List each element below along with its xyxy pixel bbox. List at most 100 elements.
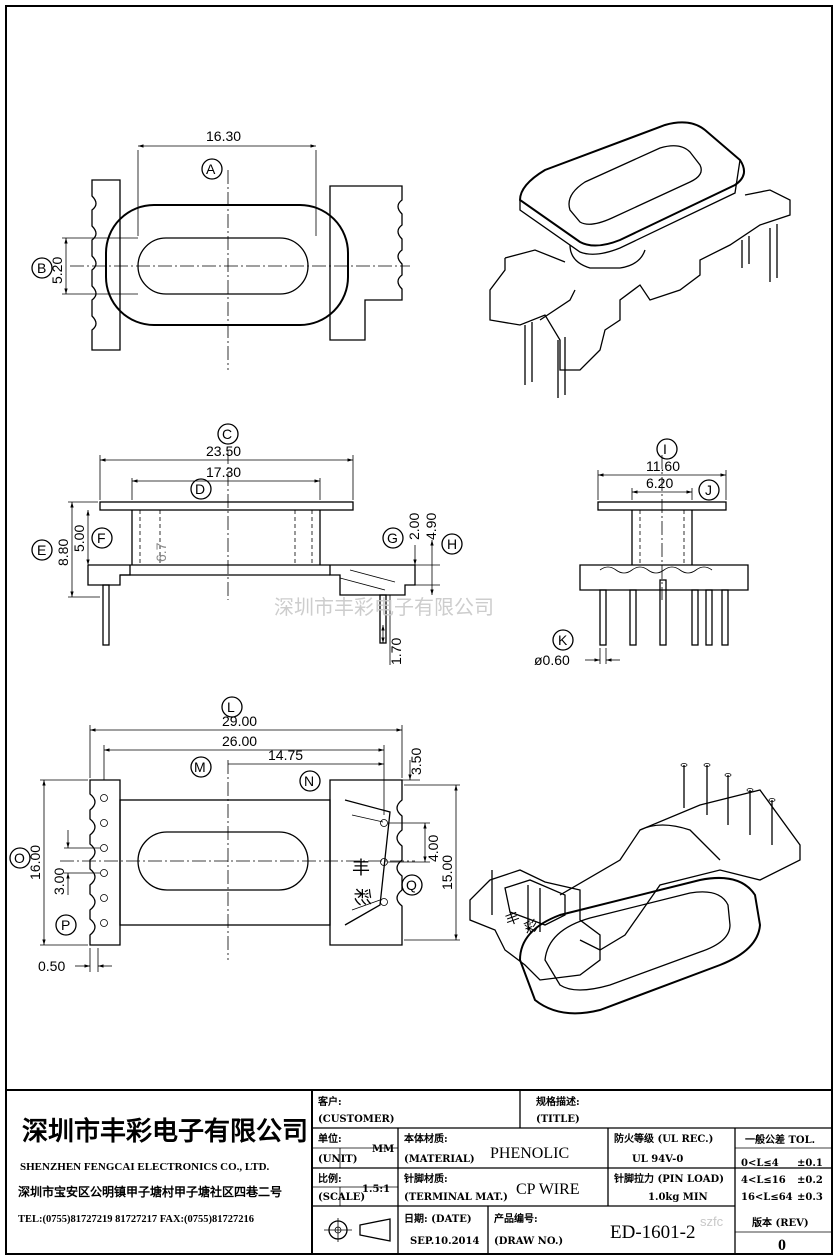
company-name-cn: 深圳市丰彩电子有限公司: [22, 1116, 308, 1147]
tolerance-range-2: 4<L≤16: [741, 1175, 786, 1186]
tolerance-label: 一般公差 TOL.: [745, 1133, 815, 1146]
svg-text:D: D: [195, 481, 205, 497]
material-label: 本体材质:: [404, 1132, 448, 1145]
balloon-k: K: [552, 629, 574, 651]
terminal-value: CP WIRE: [516, 1181, 580, 1198]
bottom-view: 丰 彩 29.00 26.00 14.75 16.00 3.00 0.50: [9, 696, 460, 974]
watermark: 深圳市丰彩电子有限公司: [274, 595, 494, 619]
side-view: 11.60 6.20 ø0.60 I J K: [534, 438, 749, 668]
customer-label-en: (CUSTOMER): [318, 1114, 395, 1125]
balloon-d: D: [190, 478, 212, 500]
dim-bottom-right-pitch: 4.00: [425, 835, 441, 862]
dim-front-inner: 17.30: [206, 464, 241, 480]
dim-bottom-pitch-top: 3.50: [408, 748, 424, 775]
draw-no-label: 产品编号:: [494, 1212, 538, 1225]
rev-label: 版本 (REV): [752, 1216, 809, 1229]
customer-label: 客户:: [317, 1095, 342, 1108]
dim-bottom-height: 16.00: [27, 845, 43, 880]
pin-load-value: 1.0kg MIN: [648, 1192, 708, 1203]
dim-front-height: 8.80: [55, 539, 71, 566]
dim-front-pin-len: 1.70: [388, 638, 404, 665]
dim-bottom-edge: 0.50: [38, 958, 65, 974]
dim-front-flange: 5.00: [71, 525, 87, 552]
dim-side-outer: 11.60: [646, 458, 680, 474]
svg-text:K: K: [558, 632, 568, 648]
rev-value: 0: [778, 1237, 786, 1254]
unit-label: 单位:: [318, 1132, 342, 1145]
iso-mark-char-1: 丰: [503, 909, 522, 929]
site-watermark: szfc: [700, 1214, 724, 1229]
dim-side-pin-dia: ø0.60: [534, 652, 570, 668]
balloon-m: M: [190, 756, 212, 778]
ul-label: 防火等级 (UL REC.): [614, 1132, 713, 1145]
title-label: 规格描述:: [536, 1095, 580, 1108]
company-address: 深圳市宝安区公明镇甲子塘村甲子塘社区四巷二号: [18, 1184, 282, 1199]
balloon-b: B: [31, 257, 53, 279]
balloon-c: C: [217, 423, 239, 445]
ul-value: UL 94V-0: [632, 1154, 683, 1165]
iso-mark-char-2: 彩: [522, 918, 541, 938]
svg-text:G: G: [387, 530, 398, 546]
draw-no-value: ED-1601-2: [610, 1222, 695, 1243]
balloon-q: Q: [401, 874, 423, 896]
balloon-j: J: [698, 479, 720, 501]
front-view: 23.50 17.30 8.80 5.00 6.7 2.00 4.90 1.70…: [31, 423, 463, 665]
projection-symbol-icon: [324, 1218, 391, 1242]
scale-value: 1.5:1: [362, 1184, 390, 1195]
svg-text:F: F: [97, 530, 106, 546]
company-name-en: SHENZHEN FENGCAI ELECTRONICS CO., LTD.: [20, 1161, 270, 1173]
mark-char-2: 彩: [351, 888, 372, 906]
balloon-f: F: [91, 527, 113, 549]
mark-char-1: 丰: [352, 858, 370, 879]
svg-text:O: O: [14, 850, 25, 866]
svg-text:I: I: [663, 441, 667, 457]
balloon-h: H: [441, 533, 463, 555]
scale-label: 比例:: [318, 1172, 342, 1185]
unit-label-en: (UNIT): [318, 1154, 357, 1165]
svg-text:J: J: [705, 482, 712, 498]
date-value: SEP.10.2014: [410, 1236, 479, 1247]
svg-text:P: P: [61, 917, 70, 933]
svg-text:H: H: [447, 536, 457, 552]
svg-text:C: C: [222, 426, 232, 442]
company-phones: TEL:(0755)81727219 81727217 FAX:(0755)81…: [18, 1214, 254, 1225]
dim-bottom-offset: 14.75: [268, 747, 303, 763]
balloon-e: E: [31, 539, 53, 561]
svg-text:L: L: [227, 699, 235, 715]
tolerance-value-1: ±0.1: [797, 1158, 823, 1169]
svg-text:B: B: [37, 260, 46, 276]
tolerance-value-2: ±0.2: [797, 1175, 823, 1186]
balloon-n: N: [299, 770, 321, 792]
tolerance-range-3: 16<L≤64: [741, 1192, 793, 1203]
dim-side-inner: 6.20: [646, 475, 673, 491]
unit-value: MM: [372, 1144, 394, 1155]
balloon-l: L: [221, 696, 243, 718]
balloon-p: P: [55, 914, 77, 936]
dim-front-base: 4.90: [423, 513, 439, 540]
balloon-g: G: [382, 527, 404, 549]
tolerance-value-3: ±0.3: [797, 1192, 823, 1203]
pin-load-label: 针脚拉力 (PIN LOAD): [614, 1172, 724, 1185]
sheet-border: [5, 5, 833, 1255]
tolerance-range-1: 0<L≤4: [741, 1158, 779, 1169]
dim-top-width: 16.30: [206, 128, 241, 144]
balloon-i: I: [656, 438, 678, 460]
dim-front-outer: 23.50: [206, 443, 241, 459]
dim-bottom-right-height: 15.00: [439, 855, 455, 890]
title-block: 深圳市丰彩电子有限公司 SHENZHEN FENGCAI ELECTRONICS…: [5, 1089, 833, 1255]
iso-view-bottom: 丰 彩: [469, 763, 801, 1015]
scale-label-en: (SCALE): [318, 1192, 365, 1203]
material-label-en: (MATERIAL): [404, 1154, 475, 1165]
iso-view-top: [489, 121, 791, 398]
svg-text:Q: Q: [406, 877, 417, 893]
balloon-a: A: [201, 158, 223, 180]
date-label: 日期: (DATE): [404, 1212, 472, 1225]
svg-text:A: A: [206, 161, 216, 177]
dim-top-slot: 5.20: [49, 257, 65, 284]
svg-text:E: E: [37, 542, 46, 558]
top-view: 16.30 5.20 A B: [31, 128, 410, 370]
material-value: PHENOLIC: [490, 1145, 569, 1162]
dim-bottom-pin-pitch: 3.00: [51, 868, 67, 895]
svg-text:N: N: [304, 773, 314, 789]
balloon-o: O: [9, 847, 31, 869]
